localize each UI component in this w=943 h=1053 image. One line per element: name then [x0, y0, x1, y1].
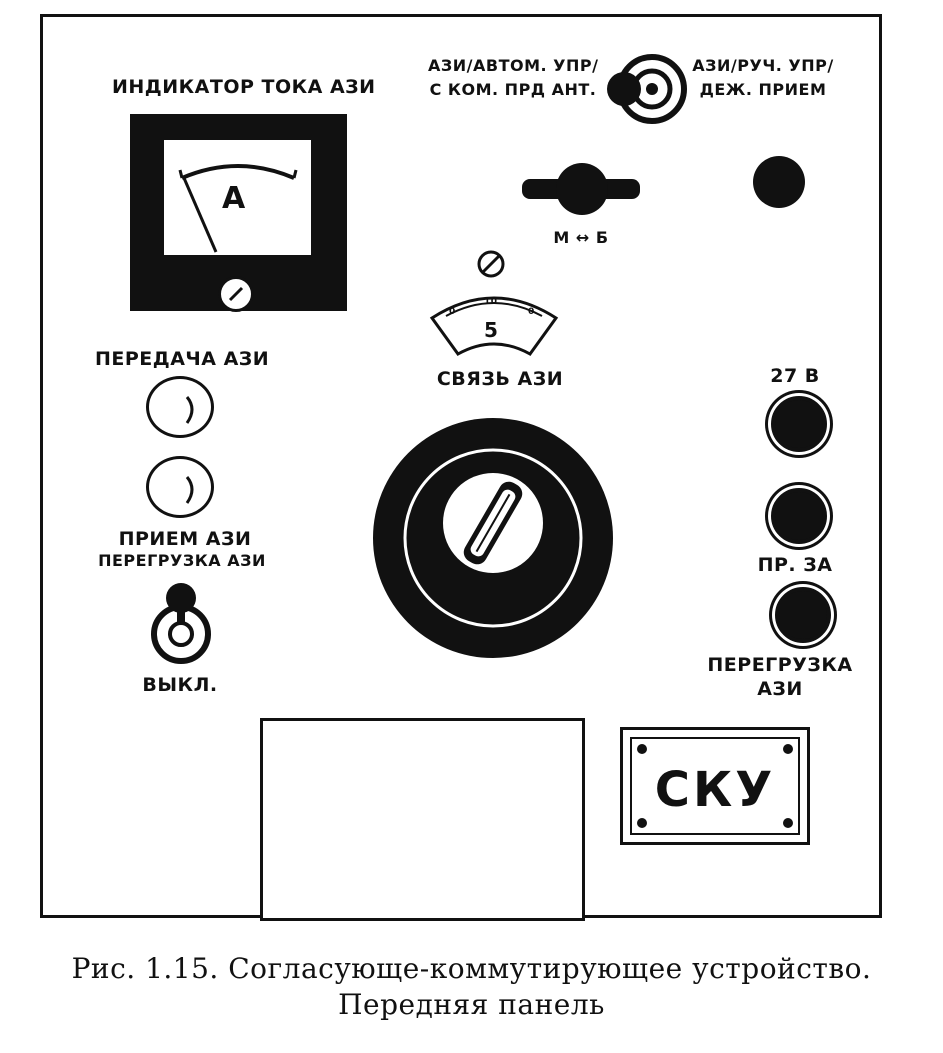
screw-icon — [783, 818, 793, 828]
overload-toggle-off-label: ВЫКЛ. — [142, 674, 218, 696]
screw-icon — [637, 744, 647, 754]
power-lamp — [771, 396, 827, 452]
meter-unit: А — [222, 181, 246, 216]
fuse-lamp-label: ПР. ЗА — [757, 554, 833, 576]
meter-label: ИНДИКАТОР ТОКА АЗИ — [112, 76, 376, 98]
mode-switch-right-label-1: АЗИ/РУЧ. УПР/ — [692, 56, 834, 75]
receive-lamp-label: ПРИЕМ АЗИ — [118, 528, 252, 550]
overload-lamp-label-2: АЗИ — [757, 678, 803, 700]
overload-lamp — [775, 587, 831, 643]
screw-icon — [783, 744, 793, 754]
figure-caption-line-2: Передняя панель — [338, 988, 605, 1021]
mode-switch-left-label-1: АЗИ/АВТОМ. УПР/ — [428, 56, 599, 75]
lamp-reflection-icon — [185, 476, 194, 504]
coupling-scale-window — [429, 296, 559, 356]
connector-cutout — [260, 718, 585, 921]
mode-switch-left-label-2: С КОМ. ПРД АНТ. — [429, 80, 597, 99]
nameplate-text: СКУ — [654, 762, 776, 818]
mode-toggle-switch[interactable] — [600, 52, 690, 132]
range-rotary-switch[interactable] — [522, 162, 642, 222]
overload-toggle-switch[interactable] — [148, 576, 218, 676]
fuse-lamp — [771, 488, 827, 544]
figure-caption-line-1: Рис. 1.15. Согласующе-коммутирующее устр… — [71, 952, 872, 985]
meter-zero-adjust-knob[interactable] — [218, 276, 254, 312]
lamp-reflection-icon — [185, 396, 194, 424]
slot-icon — [228, 286, 244, 302]
transmit-lamp — [146, 376, 214, 438]
receive-lamp — [146, 456, 214, 518]
screw-icon — [637, 818, 647, 828]
range-switch-label: М ↔ Б — [553, 228, 609, 247]
meter-scale-icon — [178, 164, 298, 253]
overload-toggle-label: ПЕРЕГРУЗКА АЗИ — [98, 551, 266, 570]
power-lamp-label: 27 В — [770, 365, 820, 387]
adjust-screw-icon[interactable] — [475, 248, 511, 284]
overload-lamp-label-1: ПЕРЕГРУЗКА — [707, 654, 853, 676]
current-meter: А — [130, 114, 347, 312]
transmit-lamp-label: ПЕРЕДАЧА АЗИ — [95, 348, 270, 370]
indicator-lamp-top — [753, 156, 805, 208]
meter-face: А — [164, 140, 311, 255]
coupling-label: СВЯЗЬ АЗИ — [436, 368, 564, 390]
scale-value: 5 — [484, 318, 499, 342]
scale-tick-mid: 10 — [484, 297, 498, 307]
scale-tick-left: 0 — [449, 307, 456, 317]
coupling-control-knob[interactable] — [370, 415, 620, 665]
scale-tick-right: 0 — [528, 307, 535, 317]
device-nameplate: СКУ — [620, 727, 810, 845]
mode-switch-right-label-2: ДЕЖ. ПРИЕМ — [699, 80, 827, 99]
